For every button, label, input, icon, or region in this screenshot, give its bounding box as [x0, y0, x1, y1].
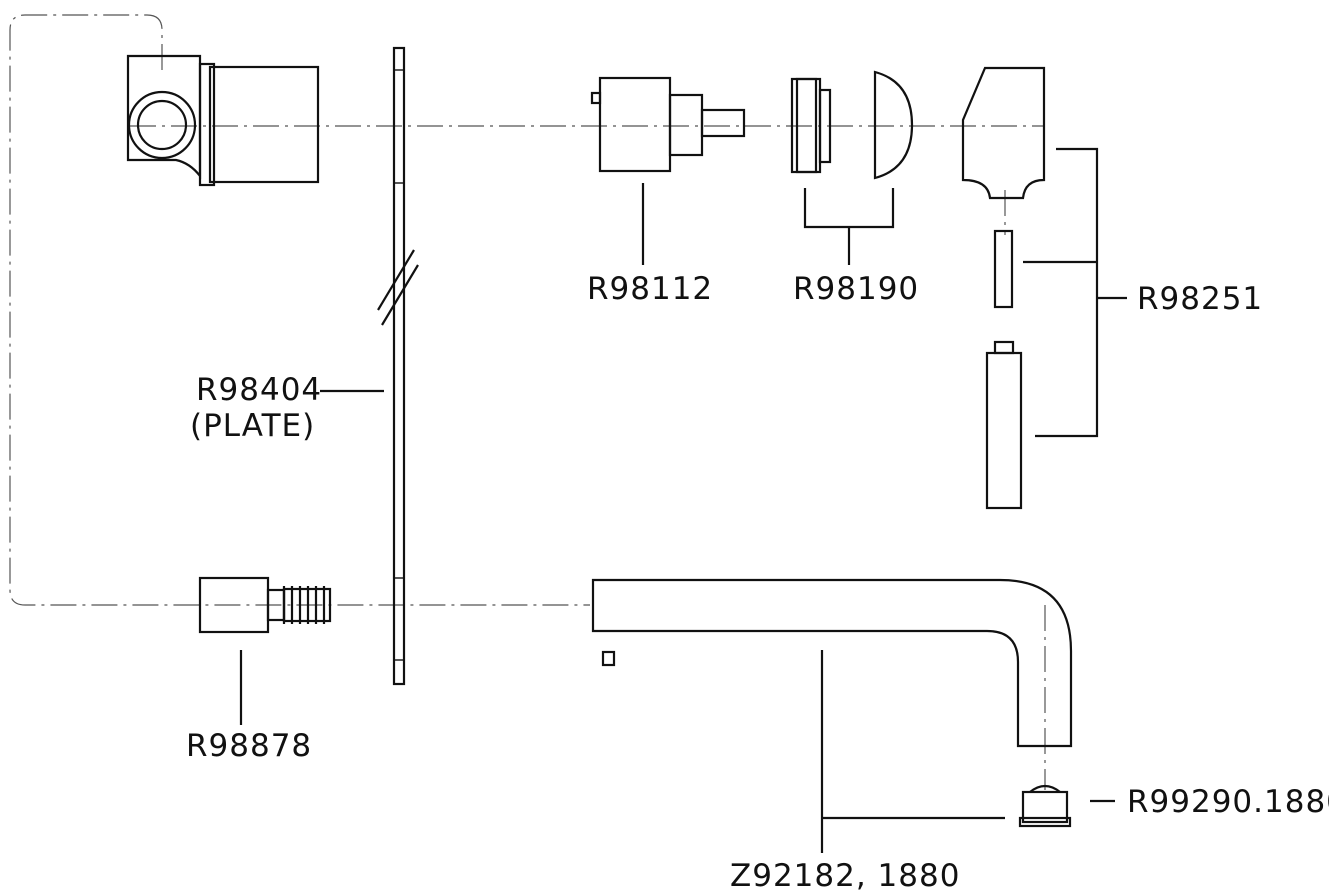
label-r99290: R99290.1880: [1127, 784, 1329, 820]
label-r98112: R98112: [587, 271, 713, 307]
fitting-r98878: [198, 576, 332, 725]
valve-body: [126, 54, 320, 187]
label-r98251: R98251: [1137, 281, 1263, 317]
label-r98404: R98404: [196, 372, 322, 408]
label-r98878: R98878: [186, 728, 312, 764]
aerator-r99290: [1018, 784, 1115, 828]
cartridge-r98112: [590, 76, 746, 265]
spout-z92182: [591, 578, 1073, 853]
center-lines: [9, 14, 1046, 790]
plate-r98404: [377, 46, 419, 686]
trim-parts-r98190: [790, 70, 914, 265]
handle-parts-r98251: [961, 66, 1127, 510]
label-plate: (PLATE): [190, 408, 315, 444]
label-r98190: R98190: [793, 271, 919, 307]
label-z92182: Z92182, 1880: [730, 858, 960, 891]
